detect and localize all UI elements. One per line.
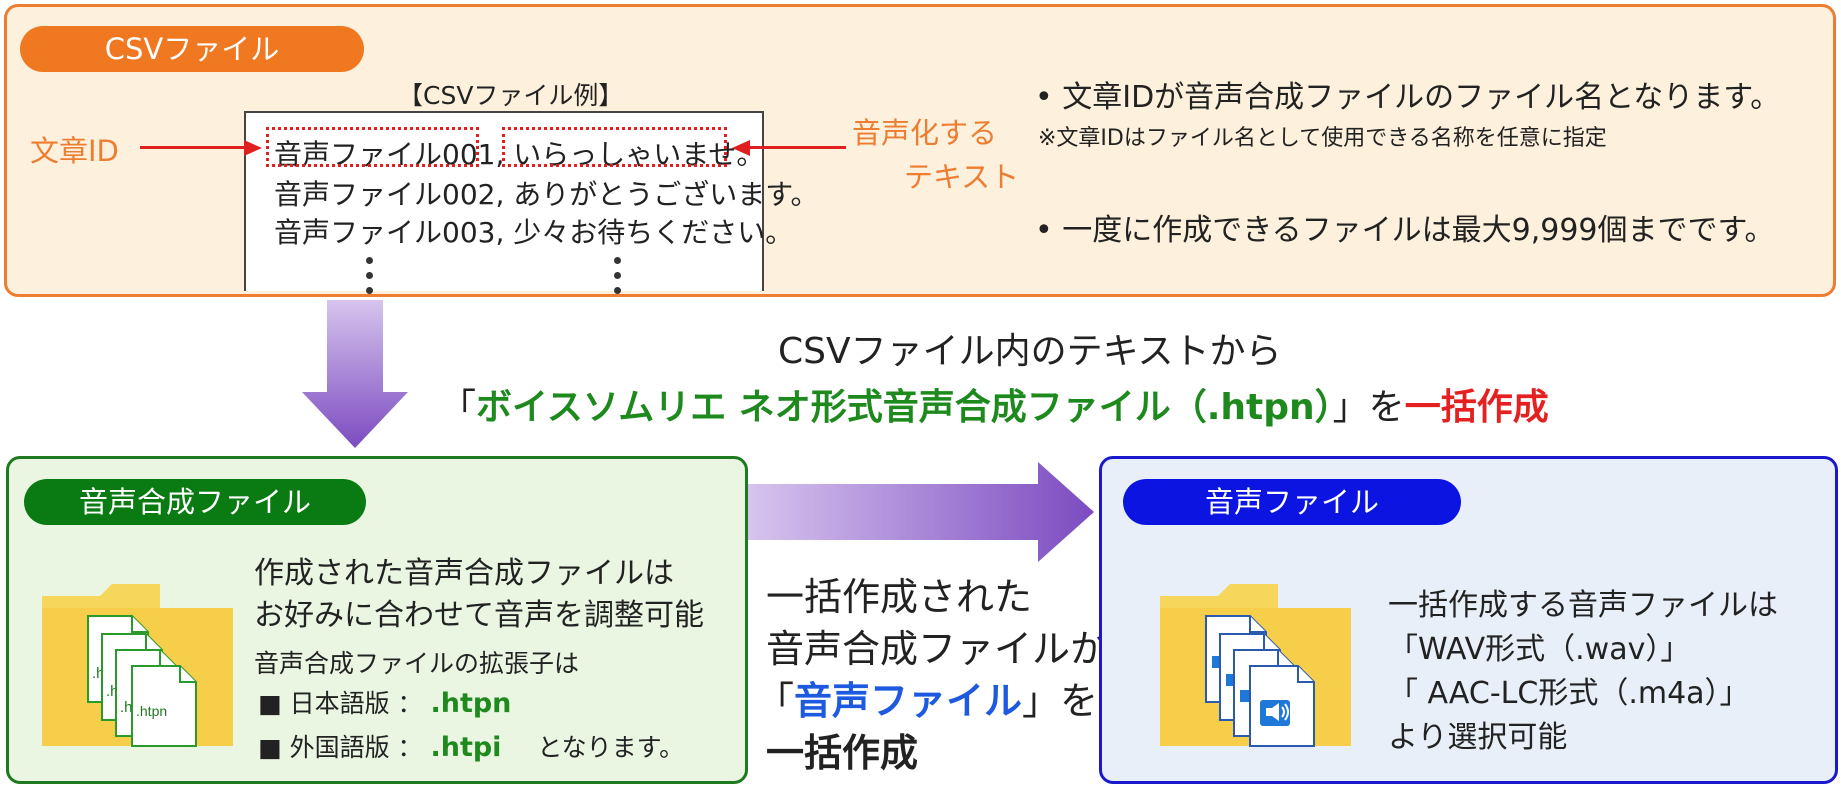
file-ext-label-3: .h	[120, 699, 133, 716]
audio-format-wav: 「WAV形式（.wav）」	[1388, 632, 1691, 667]
synth-folder-icon: .ht .ht .h .htpn	[42, 584, 233, 747]
arrow-text-line1: 一括作成された	[766, 575, 1033, 619]
text-highlight-box	[502, 127, 727, 167]
bullet-max-files: • 一度に作成できるファイルは最大9,999個までです。	[1035, 213, 1775, 248]
audio-desc-line4: より選択可能	[1388, 720, 1568, 755]
foreign-suffix: となります。	[537, 733, 685, 762]
middle-line-1: CSVファイル内のテキストから	[778, 331, 1282, 372]
ellipsis-dot	[366, 257, 373, 264]
jp-version-label: ■ 日本語版 ：	[258, 689, 423, 718]
id-pointer-line	[140, 146, 250, 149]
csv-example-title: 【CSVファイル例】	[398, 81, 624, 110]
middle-line-2: 「ボイスソムリエ ネオ形式音声合成ファイル（.htpn）」を一括作成	[440, 378, 1549, 430]
extension-title: 音声合成ファイルの拡張子は	[254, 649, 580, 678]
arrow-text-line3: 「音声ファイル」を	[756, 670, 1098, 725]
foreign-extension: .htpi	[430, 732, 502, 763]
csv-row-1-sep: ,	[495, 138, 505, 171]
synth-format-name: ボイスソムリエ ネオ形式音声合成ファイル（.htpn）	[476, 387, 1333, 428]
close-bracket: 」を	[1022, 679, 1099, 723]
ellipsis-dot	[366, 272, 373, 279]
text-label-line1: 音声化する	[852, 116, 998, 150]
close-bracket: 」を	[1332, 387, 1405, 428]
ellipsis-dot	[614, 287, 621, 294]
jp-version-row: ■ 日本語版 ： .htpn	[258, 684, 511, 720]
audio-file-badge: 音声ファイル	[1123, 479, 1461, 525]
bullet-file-name: • 文章IDが音声合成ファイルのファイル名となります。	[1035, 80, 1781, 115]
ellipsis-dot	[366, 287, 373, 294]
right-arrow-icon	[748, 462, 1094, 562]
audio-desc-line1: 一括作成する音声ファイルは	[1388, 588, 1778, 623]
synth-desc-line2: お好みに合わせて音声を調整可能	[254, 598, 704, 633]
foreign-version-label: ■ 外国語版 ：	[258, 733, 423, 762]
id-highlight-box	[266, 127, 479, 167]
text-label-line2: テキスト	[904, 160, 1020, 194]
id-arrowhead-icon	[244, 140, 262, 156]
ellipsis-dot	[614, 272, 621, 279]
note-sentence-id: ※文章IDはファイル名として使用できる名称を任意に指定	[1038, 126, 1607, 151]
batch-create-emphasis: 一括作成	[1404, 387, 1549, 428]
synth-file-badge: 音声合成ファイル	[24, 479, 366, 525]
text-pointer-line	[746, 146, 846, 149]
foreign-version-row: ■ 外国語版 ： .htpi となります。	[258, 728, 684, 764]
csv-file-badge: CSVファイル	[20, 26, 364, 72]
audio-file-emphasis: 音声ファイル	[794, 679, 1023, 723]
text-arrowhead-icon	[732, 140, 750, 156]
open-bracket: 「	[756, 679, 795, 723]
sentence-id-label: 文章ID	[30, 134, 119, 168]
arrow-text-line2: 音声合成ファイルから	[766, 627, 1147, 671]
open-bracket: 「	[440, 387, 477, 428]
csv-row-2: 音声ファイル002, ありがとうございます。	[274, 178, 819, 211]
file-ext-label-4: .htpn	[136, 703, 167, 719]
ellipsis-dot	[614, 257, 621, 264]
audio-folder-icon	[1160, 584, 1351, 747]
csv-row-3: 音声ファイル003, 少々お待ちください。	[274, 216, 794, 249]
down-arrow-icon	[302, 300, 408, 448]
audio-format-m4a: 「 AAC-LC形式（.m4a）」	[1388, 676, 1750, 711]
arrow-text-batch-create: 一括作成	[766, 731, 919, 775]
synth-desc-line1: 作成された音声合成ファイルは	[254, 556, 674, 591]
jp-extension: .htpn	[430, 688, 512, 719]
